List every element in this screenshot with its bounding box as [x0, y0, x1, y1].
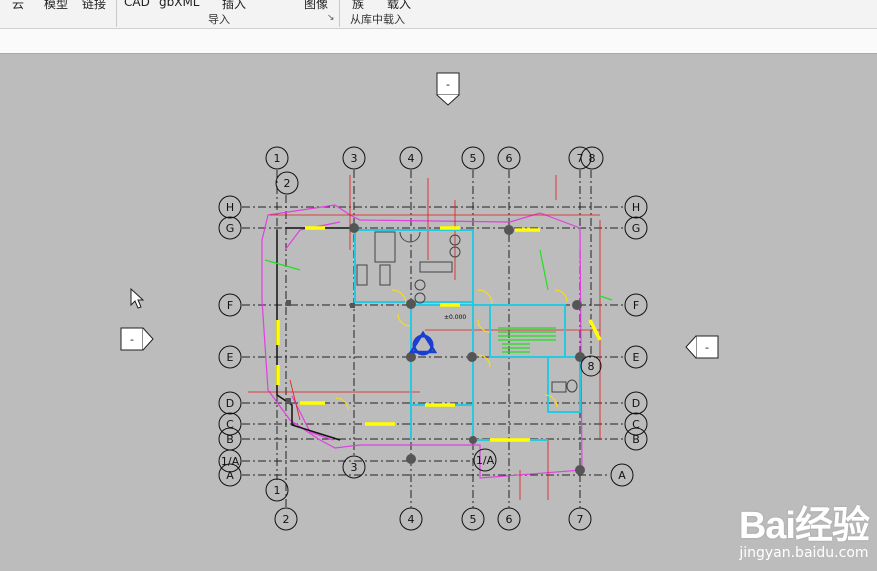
grid-bubble-label: C — [226, 418, 234, 431]
grid-bubble-label: F — [227, 299, 233, 312]
grid-bubble-label: G — [226, 222, 235, 235]
group-load-from-library-label: 从库中载入 — [350, 13, 405, 26]
vertical-grid-lines — [276, 170, 592, 508]
grid-bubbles-inner[interactable]: 1/A 8 — [473, 355, 602, 472]
grid-bubble-label: 7 — [577, 152, 584, 165]
grid-bubble-label: 8 — [589, 152, 596, 165]
elevation-marker-left[interactable]: - — [120, 327, 154, 351]
north-arrow-icon — [408, 330, 438, 356]
grid-bubble-label: C — [632, 418, 640, 431]
grid-bubble-label: D — [632, 397, 640, 410]
stairs — [264, 249, 613, 353]
grid-bubble-label: 3 — [351, 461, 358, 474]
group-launcher-icon[interactable]: ↘ — [327, 13, 335, 23]
grid-bubble-label: E — [227, 351, 234, 364]
elevation-marker-top[interactable]: - — [436, 72, 460, 106]
ribbon-link[interactable]: 链接 — [82, 0, 107, 11]
grid-bubble-label: 2 — [283, 513, 290, 526]
outline-magenta — [261, 204, 583, 479]
grid-bubbles-top[interactable]: 1 2 3 4 5 6 7 8 — [265, 146, 604, 195]
elevation-marker-right[interactable]: - — [685, 335, 719, 359]
ribbon-cloud[interactable]: 云 — [12, 0, 25, 11]
grid-bubble-label: 8 — [588, 360, 595, 373]
drawing-canvas[interactable]: - - - — [0, 54, 877, 567]
ribbon-family[interactable]: 族 — [352, 0, 365, 11]
grid-bubbles-right[interactable]: H G F E D C B A — [610, 195, 648, 487]
ribbon-separator — [116, 0, 117, 27]
grid-bubble-label: H — [632, 201, 640, 214]
ribbon: 云 模型 链接 CAD gbXML 插入 图像 导入 ↘ 族 载入 从库中载入 — [0, 0, 877, 29]
ribbon-image[interactable]: 图像 — [304, 0, 329, 11]
ribbon-load[interactable]: 载入 — [387, 0, 412, 11]
grid-bubble-label: B — [226, 433, 234, 446]
grid-bubbles-bottom[interactable]: 1 2 3 4 5 6 7 — [265, 455, 592, 531]
grid-bubble-label: 3 — [351, 152, 358, 165]
grid-bubble-label: F — [633, 299, 639, 312]
baidu-jingyan-watermark: Bai经验 jingyan.baidu.com — [738, 494, 870, 561]
mouse-cursor-icon — [130, 287, 145, 309]
elevation-marker-right-label: - — [705, 341, 709, 354]
options-bar — [0, 29, 877, 54]
elevation-marker-top-label: - — [446, 78, 450, 91]
black-walls — [276, 227, 350, 441]
grid-bubble-label: E — [633, 351, 640, 364]
grid-bubble-label: 6 — [506, 152, 513, 165]
elevation-marker-left-label: - — [130, 333, 134, 346]
grid-bubble-label: A — [226, 469, 234, 482]
fixtures — [356, 231, 578, 393]
grid-bubble-label: A — [618, 469, 626, 482]
grid-bubble-label: 5 — [470, 513, 477, 526]
grid-bubble-label: D — [226, 397, 234, 410]
watermark-logo: Bai经验 — [738, 505, 870, 547]
grid-bubble-label: 4 — [408, 152, 415, 165]
floor-plan-svg[interactable]: - - - — [0, 54, 877, 567]
ribbon-cad[interactable]: CAD — [124, 0, 150, 9]
red-lines — [248, 175, 601, 500]
grid-bubble-label: 1/A — [476, 454, 495, 467]
grid-bubble-label: 7 — [577, 513, 584, 526]
grid-bubble-label: 2 — [284, 177, 291, 190]
grid-bubble-label: H — [226, 201, 234, 214]
level-label: ±0.000 — [444, 314, 466, 321]
ribbon-separator — [339, 0, 340, 27]
ribbon-gbxml[interactable]: gbXML — [159, 0, 200, 9]
grid-bubble-label: 1 — [274, 152, 281, 165]
grid-bubble-label: 1 — [274, 484, 281, 497]
horizontal-grid-lines — [242, 206, 624, 476]
grid-bubble-label: 4 — [408, 513, 415, 526]
ribbon-insert[interactable]: 插入 — [222, 0, 247, 11]
grid-bubble-label: G — [632, 222, 641, 235]
grid-bubble-label: B — [632, 433, 640, 446]
grid-bubble-label: 6 — [506, 513, 513, 526]
windows — [276, 226, 602, 442]
door-swings — [335, 289, 568, 411]
grid-bubbles-left[interactable]: H G F E D C B 1/A A — [218, 195, 242, 487]
ribbon-model[interactable]: 模型 — [44, 0, 69, 11]
grid-bubble-label: 5 — [470, 152, 477, 165]
group-import-label: 导入 — [208, 13, 230, 26]
watermark-url: jingyan.baidu.com — [739, 545, 869, 561]
columns — [286, 223, 585, 475]
